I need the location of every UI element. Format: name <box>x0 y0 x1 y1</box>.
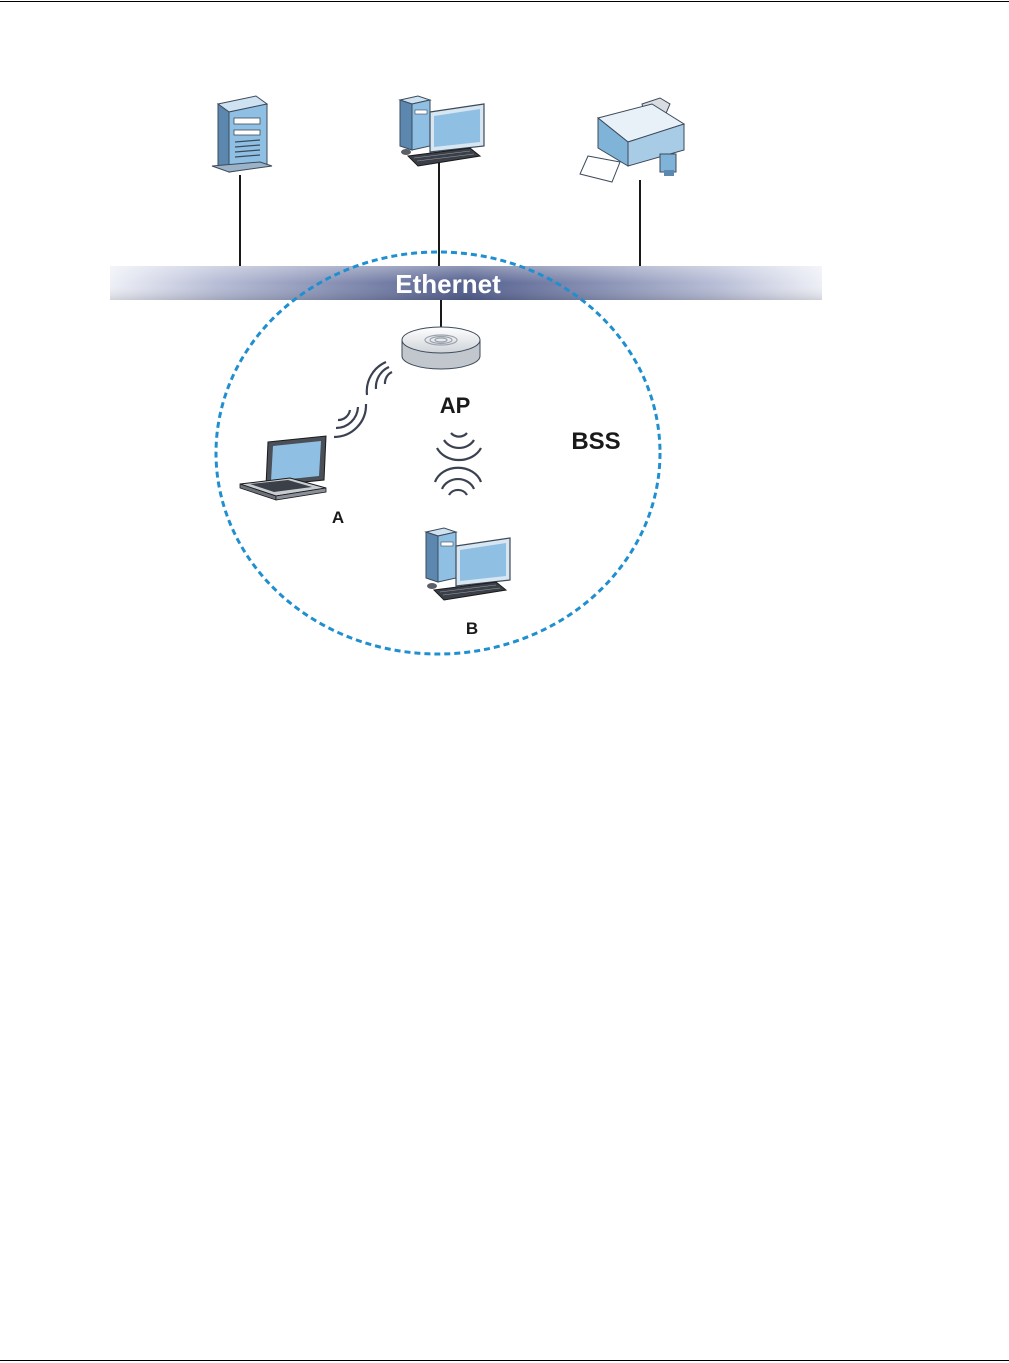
laptop-icon <box>240 436 326 500</box>
desktop-computer-icon <box>426 528 510 600</box>
desktop-computer-icon <box>400 96 484 166</box>
client-b-label: B <box>466 619 478 638</box>
access-point-icon <box>402 327 480 369</box>
ethernet-label: Ethernet <box>395 269 501 299</box>
bss-label: BSS <box>571 428 620 455</box>
wireless-signal-icon <box>435 433 481 495</box>
ap-label: AP <box>440 393 471 418</box>
ethernet-bus: Ethernet <box>110 266 822 300</box>
wired-connections <box>240 163 640 330</box>
wireless-signal-icon <box>334 362 392 437</box>
client-a-label: A <box>332 508 344 527</box>
server-icon <box>212 96 272 172</box>
printer-icon <box>580 98 684 182</box>
